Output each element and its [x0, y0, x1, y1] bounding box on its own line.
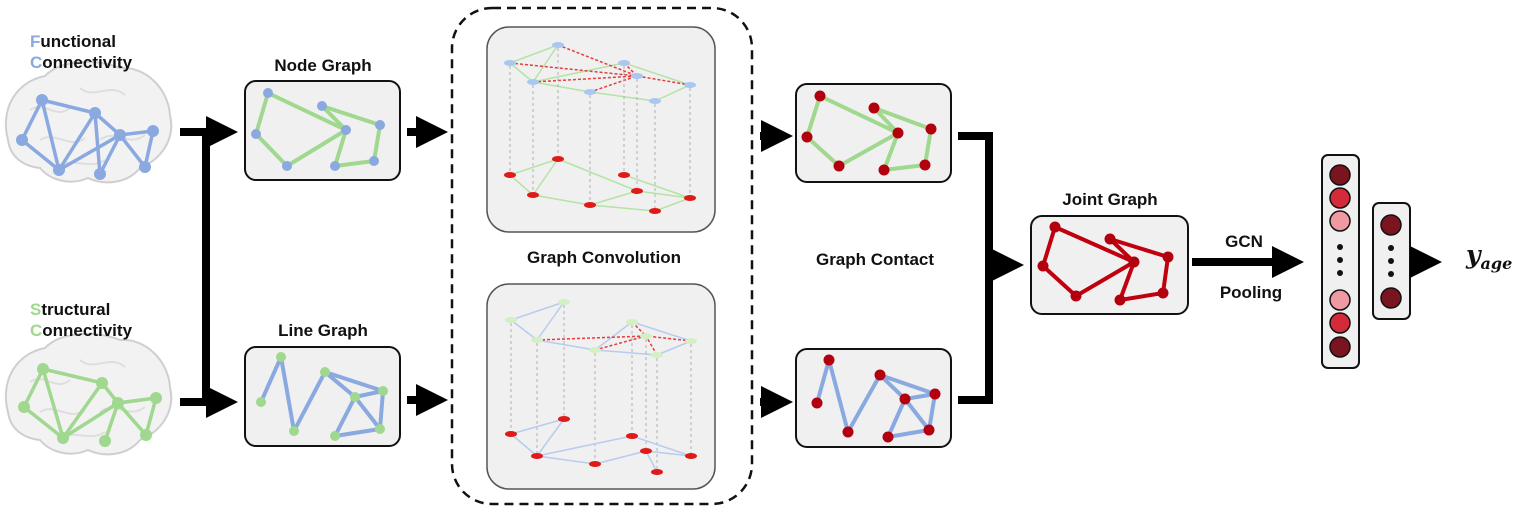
node-graph-panel — [244, 80, 401, 181]
structural-initial: S — [30, 300, 42, 319]
structural-connectivity-label: Structural Connectivity — [30, 299, 132, 341]
joint-graph-label: Joint Graph — [1062, 190, 1158, 209]
graph-convolution-container — [450, 6, 754, 506]
structural-brain — [4, 332, 173, 456]
line-graph-panel — [244, 346, 401, 447]
structural-rest: tructural — [41, 300, 111, 319]
convolved-node-graph-panel — [795, 83, 952, 183]
merge-connector — [958, 132, 1024, 404]
joint-graph-panel — [1030, 215, 1189, 315]
graph-convolution-label: Graph Convolution — [527, 248, 681, 267]
structural-connectivity-rest: onnectivity — [42, 321, 133, 340]
pooled-vector — [1372, 202, 1411, 320]
gcn-label: GCN — [1225, 232, 1263, 251]
functional-connectivity-initial: C — [30, 53, 43, 72]
convolution-panel-bottom — [486, 283, 716, 490]
output-symbol: y — [1466, 240, 1481, 269]
graph-contact-label: Graph Contact — [815, 250, 935, 269]
convolved-line-graph-panel — [795, 348, 952, 448]
convolution-panel-top — [486, 26, 716, 233]
output-subscript: age — [1480, 254, 1513, 273]
functional-initial: F — [30, 32, 41, 51]
input-branch-connector — [180, 116, 238, 418]
conv-input-arrows — [407, 116, 448, 416]
functional-connectivity-label: Functional Connectivity — [30, 31, 132, 73]
output-y-age: yage — [1466, 240, 1512, 273]
functional-connectivity-rest: onnectivity — [42, 53, 133, 72]
node-graph-label: Node Graph — [274, 56, 372, 75]
feature-vector — [1321, 154, 1360, 369]
pooling-label: Pooling — [1219, 283, 1283, 302]
line-graph-label: Line Graph — [278, 321, 368, 340]
functional-rest: unctional — [40, 32, 116, 51]
conv-output-arrows — [760, 120, 793, 418]
structural-connectivity-initial: C — [30, 321, 43, 340]
functional-brain — [4, 60, 173, 184]
